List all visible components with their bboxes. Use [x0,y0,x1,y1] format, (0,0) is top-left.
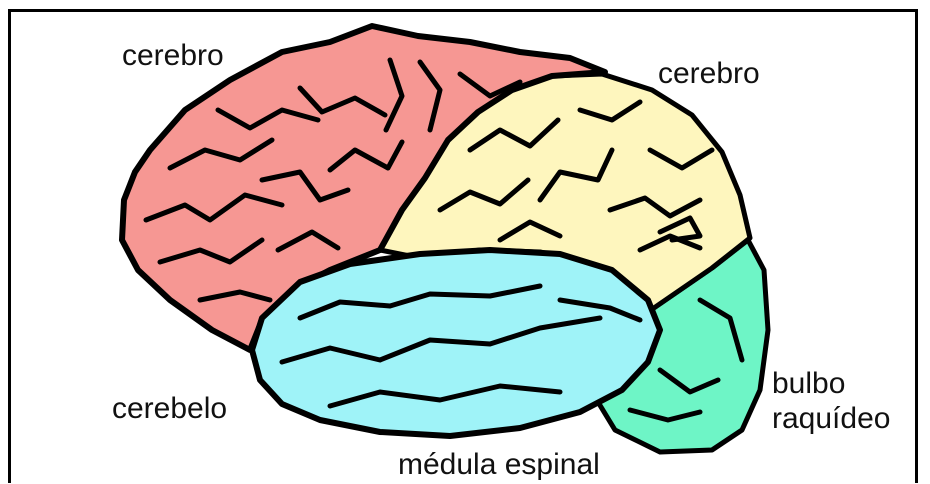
label-cerebelo: cerebelo [112,391,227,427]
label-bulbo-raquideo: bulbo raquídeo [772,366,890,436]
label-cerebro-left: cerebro [122,38,224,74]
label-medula-espinal: médula espinal [398,447,600,483]
label-cerebro-right: cerebro [658,56,760,92]
label-bulbo-line2: raquídeo [772,401,890,436]
label-bulbo-line1: bulbo [772,366,890,401]
